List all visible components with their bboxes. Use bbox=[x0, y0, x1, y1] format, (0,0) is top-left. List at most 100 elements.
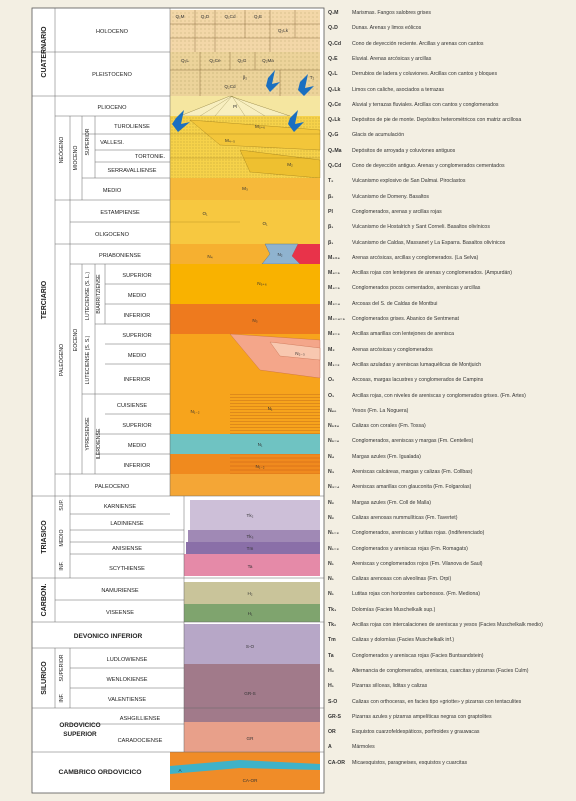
stage-valentiense: VALENTIENSE bbox=[108, 697, 146, 703]
unit-code-qcd: Q₁Cd bbox=[225, 14, 236, 19]
unit-code-ta: Ta bbox=[248, 564, 253, 569]
unit-code-qcl: Q₂L bbox=[181, 58, 189, 63]
legend-code: Tm bbox=[328, 637, 350, 643]
legend-description: Areniscas y conglomerados rojos (Fm. Vil… bbox=[352, 561, 572, 567]
stage-anisiense: ANISIENSE bbox=[112, 546, 142, 552]
legend-description: Calizas y dolomías (Facies Muschelkalk i… bbox=[352, 637, 572, 643]
stage-superior1: SUPERIOR bbox=[122, 273, 151, 279]
legend-description: Pizarras azules y pizarras ampelíticas n… bbox=[352, 714, 572, 720]
legend-description: Depósitos de arroyada y coluviones antig… bbox=[352, 148, 572, 154]
era-carbon-label: CARBON. bbox=[41, 584, 48, 617]
legend-description: Glacis de acumulación bbox=[352, 132, 572, 138]
legend-code: N₂ bbox=[328, 500, 350, 506]
legend-description: Dolomías (Facies Muschelkalk sup.) bbox=[352, 607, 572, 613]
stage-oligoceno: OLIGOCENO bbox=[95, 232, 130, 238]
unit-paleoceno-fill bbox=[170, 474, 320, 496]
legend-description: Conglomerados, areniscas y margas (Fm. C… bbox=[352, 438, 572, 444]
unit-ladiniense-fill bbox=[188, 530, 320, 542]
subgroup-medio: MEDIO bbox=[59, 529, 65, 546]
legend-code: O₂ bbox=[328, 377, 350, 383]
legend-code: M₁₋₂ bbox=[328, 362, 350, 368]
unit-code-h1: H₁ bbox=[248, 611, 253, 616]
legend-code: H₁ bbox=[328, 683, 350, 689]
unit-code-n3: N₃ bbox=[252, 318, 257, 323]
stage-medio-mio: MEDIO bbox=[103, 188, 122, 194]
unit-code-ca: CA-OR bbox=[243, 778, 258, 783]
era-triasico-label: TRIASICO bbox=[41, 520, 48, 554]
legend-code: Q₁M bbox=[328, 10, 350, 16]
subgroup-ilerdiense: ILERDIENSE bbox=[96, 428, 102, 459]
stage-caradociense: CARADOCIENSE bbox=[118, 738, 163, 744]
stage-ladiniense: LADINIENSE bbox=[110, 521, 144, 527]
subgroup-neogeno: NEÓGENO bbox=[58, 137, 65, 164]
unit-code-qe: Q₁E bbox=[254, 14, 262, 19]
legend-description: Areniscas calcáreas, margas y calizas (F… bbox=[352, 469, 572, 475]
legend-description: Vulcanismo de Hostalrich y Sant Corneli.… bbox=[352, 224, 572, 230]
legend-description: Conglomerados y areniscas rojas (Facies … bbox=[352, 653, 572, 659]
unit-code-qd: Q₁D bbox=[201, 14, 210, 19]
unit-code-qce: Q₂Ce bbox=[209, 58, 221, 63]
legend-description: Vulcanismo de Domeny. Basaltos bbox=[352, 194, 572, 200]
legend-description: Arenas arcósicas y conglomerados bbox=[352, 347, 572, 353]
legend-description: Cono de deyección reciente. Arcillas y a… bbox=[352, 41, 572, 47]
legend-code: Q₂Ma bbox=[328, 148, 350, 154]
stage-estampiense: ESTAMPIENSE bbox=[100, 210, 140, 216]
unit-code-m2: M₂ bbox=[287, 162, 293, 167]
legend-code: A bbox=[328, 744, 350, 750]
legend-description: Limos con caliche, asociados a terrazas bbox=[352, 87, 572, 93]
unit-code-b: β₂ bbox=[243, 75, 248, 80]
legend-description: Conglomerados grises. Abanico de Sentmen… bbox=[352, 316, 572, 322]
legend-code: N₂ bbox=[328, 515, 350, 521]
legend-description: Conglomerados, areniscas y lutitas rojas… bbox=[352, 530, 572, 536]
stage-cambrico: CAMBRICO ORDOVICICO bbox=[58, 769, 141, 776]
legend-code: Q₁D bbox=[328, 25, 350, 31]
unit-code-o1: O₁ bbox=[202, 211, 208, 216]
legend-code: N₃ bbox=[328, 469, 350, 475]
unit-code-n2: N₂₋₃ bbox=[295, 351, 305, 356]
legend-code: M₂ bbox=[328, 347, 350, 353]
legend-code: N₅₊₆ bbox=[328, 423, 350, 429]
legend-description: Margas azules (Fm. Igualada) bbox=[352, 454, 572, 460]
legend-description: Conglomerados y areniscas rojas (Fm. Rom… bbox=[352, 546, 572, 552]
legend-description: Calizas arenosas con alveolinas (Fm. Orp… bbox=[352, 576, 572, 582]
legend-description: Eluvial. Arenas arcósicas y arcillas bbox=[352, 56, 572, 62]
unit-code-n1: N₁ bbox=[268, 406, 273, 411]
subgroup-inf: INF. bbox=[59, 561, 65, 570]
subgroup-biarritziense: BIARRITZIENSE bbox=[96, 274, 102, 314]
legend-description: Arcillas rojas, con niveles de areniscas… bbox=[352, 393, 572, 399]
legend-code: Tk₂ bbox=[328, 622, 350, 628]
legend-description: Calizas con corales (Fm. Tossa) bbox=[352, 423, 572, 429]
subgroup-sup: SUP. bbox=[59, 499, 65, 510]
legend-description: Vulcanismo de Caldas, Massanet y La Espa… bbox=[352, 240, 572, 246]
subgroup-superior-sil: SUPERIOR bbox=[59, 654, 65, 681]
legend-code: Q₂Lk bbox=[328, 87, 350, 93]
legend-code: Q₂Ce bbox=[328, 102, 350, 108]
legend-description: Calizas con orthoceras, en facies tipo «… bbox=[352, 699, 572, 705]
subgroup-ypresiense: YPRESIENSE bbox=[85, 417, 91, 451]
legend-description: Arcillas rojas con intercalaciones de ar… bbox=[352, 622, 572, 628]
unit-code-qlk: Q₂Lk bbox=[278, 28, 289, 33]
legend-code: Tk₃ bbox=[328, 607, 350, 613]
legend-description: Cono de deyección antiguo. Arenas y cong… bbox=[352, 163, 572, 169]
legend-code: N₁ bbox=[328, 591, 350, 597]
legend-description: Arcosas, margas lacustres y conglomerado… bbox=[352, 377, 572, 383]
legend-description: Dunas. Arenas y limos eólicos bbox=[352, 25, 572, 31]
legend-code: Q₂Lk bbox=[328, 117, 350, 123]
legend-description: Yesos (Fm. La Noguera) bbox=[352, 408, 572, 414]
unit-code-grs: GR-S bbox=[244, 691, 255, 696]
stage-tortonie: TORTONIE. bbox=[135, 154, 166, 160]
legend-code: Ta bbox=[328, 653, 350, 659]
legend-code: β₁ bbox=[328, 240, 350, 246]
stage-ordovicico-1: ORDOVICICO bbox=[59, 722, 100, 729]
unit-medio-ilerdiense-fill bbox=[170, 434, 320, 454]
unit-code-tm: Tm bbox=[247, 546, 254, 551]
subgroup-superior-neo: SUPERIOR bbox=[85, 128, 91, 155]
era-terciario-label: TERCIARIO bbox=[41, 280, 48, 319]
legend-description: Mármoles bbox=[352, 744, 572, 750]
unit-code-n5: N₅₊₆ bbox=[257, 281, 267, 286]
legend-code: N₅₋₆ bbox=[328, 438, 350, 444]
legend-description: Esquistos cuarzofeldespáticos, porfiroid… bbox=[352, 729, 572, 735]
subgroup-luteciense-ss: LUTECIENSE (S. S.) bbox=[85, 335, 91, 384]
legend-code: N₁ bbox=[328, 576, 350, 582]
